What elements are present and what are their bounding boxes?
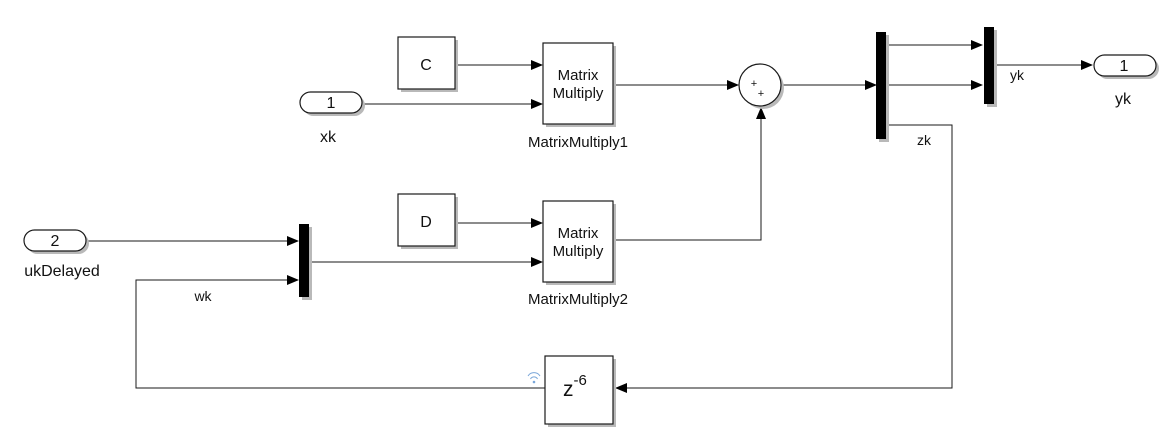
signal-label-zk: zk — [917, 132, 932, 148]
matrix-multiply-2-label: MatrixMultiply2 — [528, 291, 628, 308]
signal-line-delay-out[interactable] — [135, 279, 545, 389]
signal-line-zk-feedback[interactable] — [627, 124, 953, 389]
arrowhead — [531, 257, 543, 267]
signal-label-yk: yk — [1010, 67, 1025, 83]
matrix-multiply-1-block[interactable]: Matrix Multiply — [542, 42, 616, 127]
inport-xk-number: 1 — [327, 95, 336, 112]
matrix-multiply-1-line1: Matrix — [558, 67, 599, 84]
matrix-multiply-2-block[interactable]: Matrix Multiply — [542, 200, 616, 285]
outport-yk-label: yk — [1115, 91, 1132, 108]
signal-line-mm2-out[interactable] — [614, 119, 762, 241]
delay-base: z — [563, 378, 574, 401]
constant-d-block[interactable]: D — [397, 193, 458, 249]
arrowhead — [531, 99, 543, 109]
inport-ukdelayed[interactable]: 2 — [23, 229, 89, 254]
zk-mux[interactable] — [876, 32, 889, 142]
sum-sign-top: + — [751, 78, 757, 90]
arrowhead — [1081, 60, 1093, 70]
arrowhead — [971, 80, 983, 90]
matrix-multiply-1-label: MatrixMultiply1 — [528, 134, 628, 151]
sum-sign-bottom: + — [758, 88, 764, 100]
arrowhead — [287, 236, 299, 246]
arrowhead — [865, 80, 877, 90]
inport-xk[interactable]: 1 — [299, 91, 365, 116]
matrix-multiply-2-line1: Matrix — [558, 225, 599, 242]
delay-block[interactable]: z-6 — [544, 355, 616, 427]
matrix-multiply-2-line2: Multiply — [553, 243, 604, 260]
yk-mux[interactable] — [984, 27, 997, 107]
inport-xk-label: xk — [320, 129, 337, 146]
delay-exponent: -6 — [574, 372, 587, 389]
sum-block[interactable]: + + — [738, 63, 784, 109]
arrowhead — [287, 275, 299, 285]
arrowhead — [727, 80, 739, 90]
signal-lines — [86, 40, 1093, 393]
arrowhead — [531, 218, 543, 228]
arrowhead — [615, 383, 627, 393]
arrowhead — [971, 40, 983, 50]
wifi-signal-icon — [527, 372, 541, 384]
matrix-multiply-1-line2: Multiply — [553, 85, 604, 102]
inport-ukdelayed-label: ukDelayed — [24, 263, 100, 280]
constant-c-value: C — [420, 57, 432, 74]
signal-label-wk: wk — [193, 288, 212, 304]
wk-mux[interactable] — [299, 224, 312, 300]
inport-ukdelayed-number: 2 — [51, 233, 60, 250]
constant-c-block[interactable]: C — [397, 36, 458, 92]
arrowhead — [756, 107, 766, 119]
outport-yk[interactable]: 1 — [1093, 54, 1159, 79]
outport-yk-number: 1 — [1120, 58, 1129, 75]
arrowhead — [531, 60, 543, 70]
constant-d-value: D — [420, 214, 432, 231]
delay-label: z-6 — [563, 372, 587, 401]
